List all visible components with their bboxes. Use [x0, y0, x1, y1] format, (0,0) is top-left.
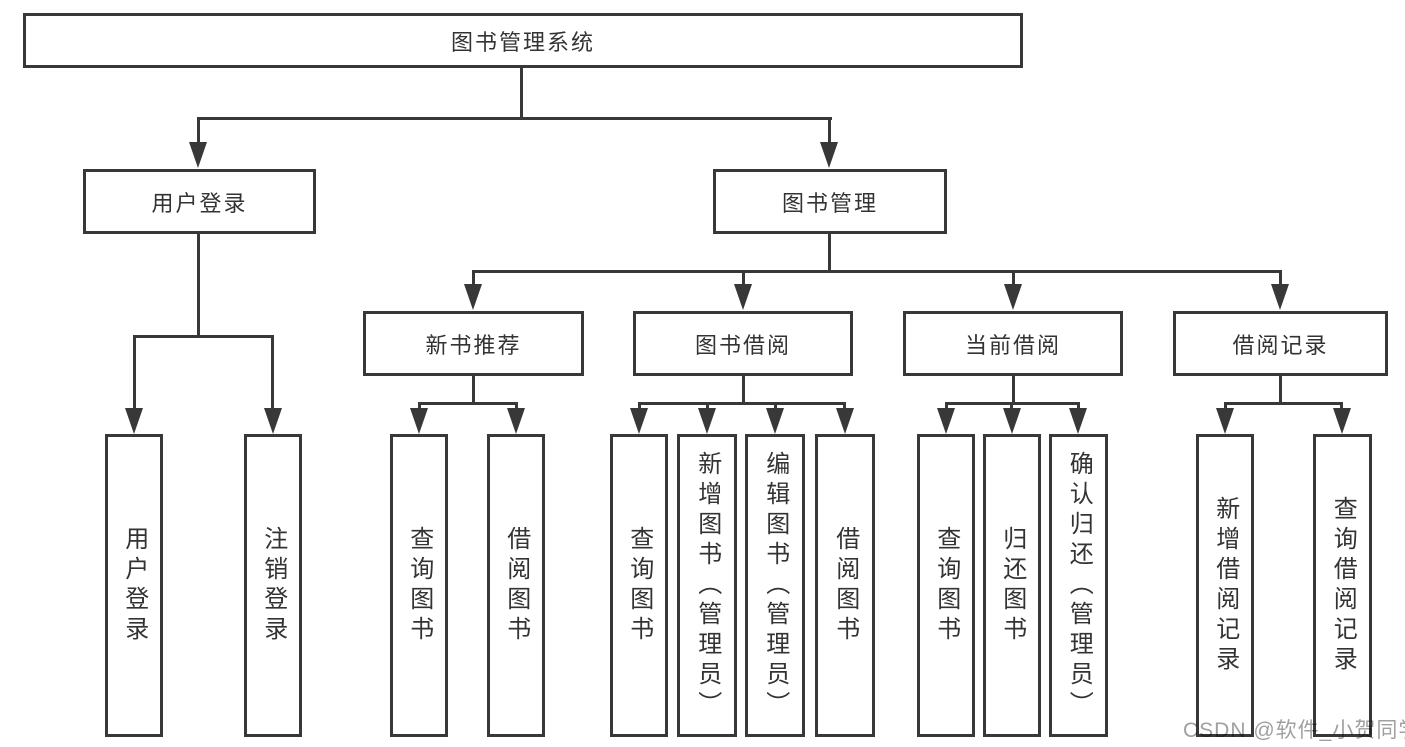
connector-stem [472, 270, 475, 286]
connector-stem [1340, 402, 1343, 412]
node-root-label: 图书管理系统 [450, 29, 595, 55]
leaf-label: 新增图书（管理员） [693, 450, 721, 721]
connector-stem [828, 117, 831, 147]
leaf-user-login: 用户登录 [105, 434, 163, 737]
leaf-label: 查询借阅记录 [1329, 495, 1357, 676]
connector-split [472, 270, 1282, 273]
leaf-query-book-current: 查询图书 [917, 434, 975, 737]
connector-split [638, 402, 846, 405]
leaf-confirm-return-admin: 确认归还（管理员） [1049, 434, 1108, 737]
leaf-logout-login: 注销登录 [244, 434, 302, 737]
connector-stem [706, 402, 709, 412]
leaf-label: 查询图书 [405, 525, 433, 646]
arrowhead-down [507, 408, 525, 434]
node-book-borrow: 图书借阅 [633, 311, 853, 376]
arrowhead-down [630, 408, 648, 434]
leaf-borrow-book: 借阅图书 [815, 434, 875, 737]
arrowhead-down [464, 284, 482, 310]
node-book-management-label: 图书管理 [781, 190, 878, 216]
node-root: 图书管理系统 [23, 13, 1023, 68]
leaf-return-book: 归还图书 [983, 434, 1041, 737]
connector-stem [1077, 402, 1080, 412]
leaf-label: 借阅图书 [831, 525, 859, 646]
connector-stem [843, 402, 846, 412]
csdn-watermark: CSDN @软件_小贺同学 [1183, 719, 1405, 742]
leaf-label: 编辑图书（管理员） [761, 450, 789, 721]
arrowhead-down [410, 408, 428, 434]
connector-stem [133, 335, 136, 410]
leaf-label: 借阅图书 [502, 525, 530, 646]
connector-stem [945, 402, 948, 412]
arrowhead-down [836, 408, 854, 434]
connector-stem [472, 376, 475, 404]
connector-split [418, 402, 518, 405]
arrowhead-down [698, 408, 716, 434]
connector-stem [1224, 402, 1227, 412]
leaf-query-book-borrow: 查询图书 [610, 434, 668, 737]
leaf-edit-book-admin: 编辑图书（管理员） [745, 434, 805, 737]
arrowhead-down [1003, 408, 1021, 434]
arrowhead-down [189, 142, 207, 168]
leaf-label: 查询图书 [625, 525, 653, 646]
node-user-login: 用户登录 [83, 169, 316, 234]
connector-stem [1279, 270, 1282, 286]
connector-stem [774, 402, 777, 412]
connector-stem [742, 376, 745, 404]
leaf-query-book-recommend: 查询图书 [390, 434, 448, 737]
connector-stem [515, 402, 518, 412]
leaf-query-borrow-record: 查询借阅记录 [1313, 434, 1372, 737]
arrowhead-down [1271, 284, 1289, 310]
node-user-login-label: 用户登录 [151, 190, 248, 216]
connector-split [1224, 402, 1343, 405]
arrowhead-down [264, 408, 282, 434]
connector-stem [1012, 270, 1015, 286]
node-current-borrow: 当前借阅 [903, 311, 1123, 376]
arrowhead-down [1333, 408, 1351, 434]
node-borrow-record: 借阅记录 [1173, 311, 1388, 376]
connector-stem [418, 402, 421, 412]
connector-root-split [197, 117, 832, 120]
node-book-management: 图书管理 [713, 169, 947, 234]
leaf-borrow-book-recommend: 借阅图书 [487, 434, 545, 737]
leaf-label: 注销登录 [259, 525, 287, 646]
connector-stem [271, 335, 274, 410]
connector-stem [828, 234, 831, 273]
connector-stem [1279, 376, 1282, 404]
leaf-label: 归还图书 [998, 525, 1026, 646]
connector-stem [1010, 402, 1013, 412]
connector-stem [742, 270, 745, 286]
connector-stem [638, 402, 641, 412]
arrowhead-down [125, 408, 143, 434]
leaf-add-book-admin: 新增图书（管理员） [677, 434, 737, 737]
leaf-label: 确认归还（管理员） [1065, 450, 1093, 721]
connector-stem [197, 234, 200, 338]
node-book-borrow-label: 图书借阅 [694, 332, 791, 358]
arrowhead-down [766, 408, 784, 434]
arrowhead-down [1004, 284, 1022, 310]
connector-stem [197, 117, 200, 147]
arrowhead-down [937, 408, 955, 434]
arrowhead-down [734, 284, 752, 310]
leaf-label: 查询图书 [932, 525, 960, 646]
connector-root-stem [520, 68, 523, 118]
node-new-book-recommend-label: 新书推荐 [425, 332, 522, 358]
arrowhead-down [820, 142, 838, 168]
leaf-label: 用户登录 [120, 525, 148, 646]
arrowhead-down [1069, 408, 1087, 434]
leaf-add-borrow-record: 新增借阅记录 [1196, 434, 1254, 737]
node-new-book-recommend: 新书推荐 [363, 311, 584, 376]
node-current-borrow-label: 当前借阅 [964, 332, 1061, 358]
connector-split [133, 335, 274, 338]
leaf-label: 新增借阅记录 [1211, 495, 1239, 676]
connector-stem [1012, 376, 1015, 404]
node-borrow-record-label: 借阅记录 [1232, 332, 1329, 358]
arrowhead-down [1216, 408, 1234, 434]
